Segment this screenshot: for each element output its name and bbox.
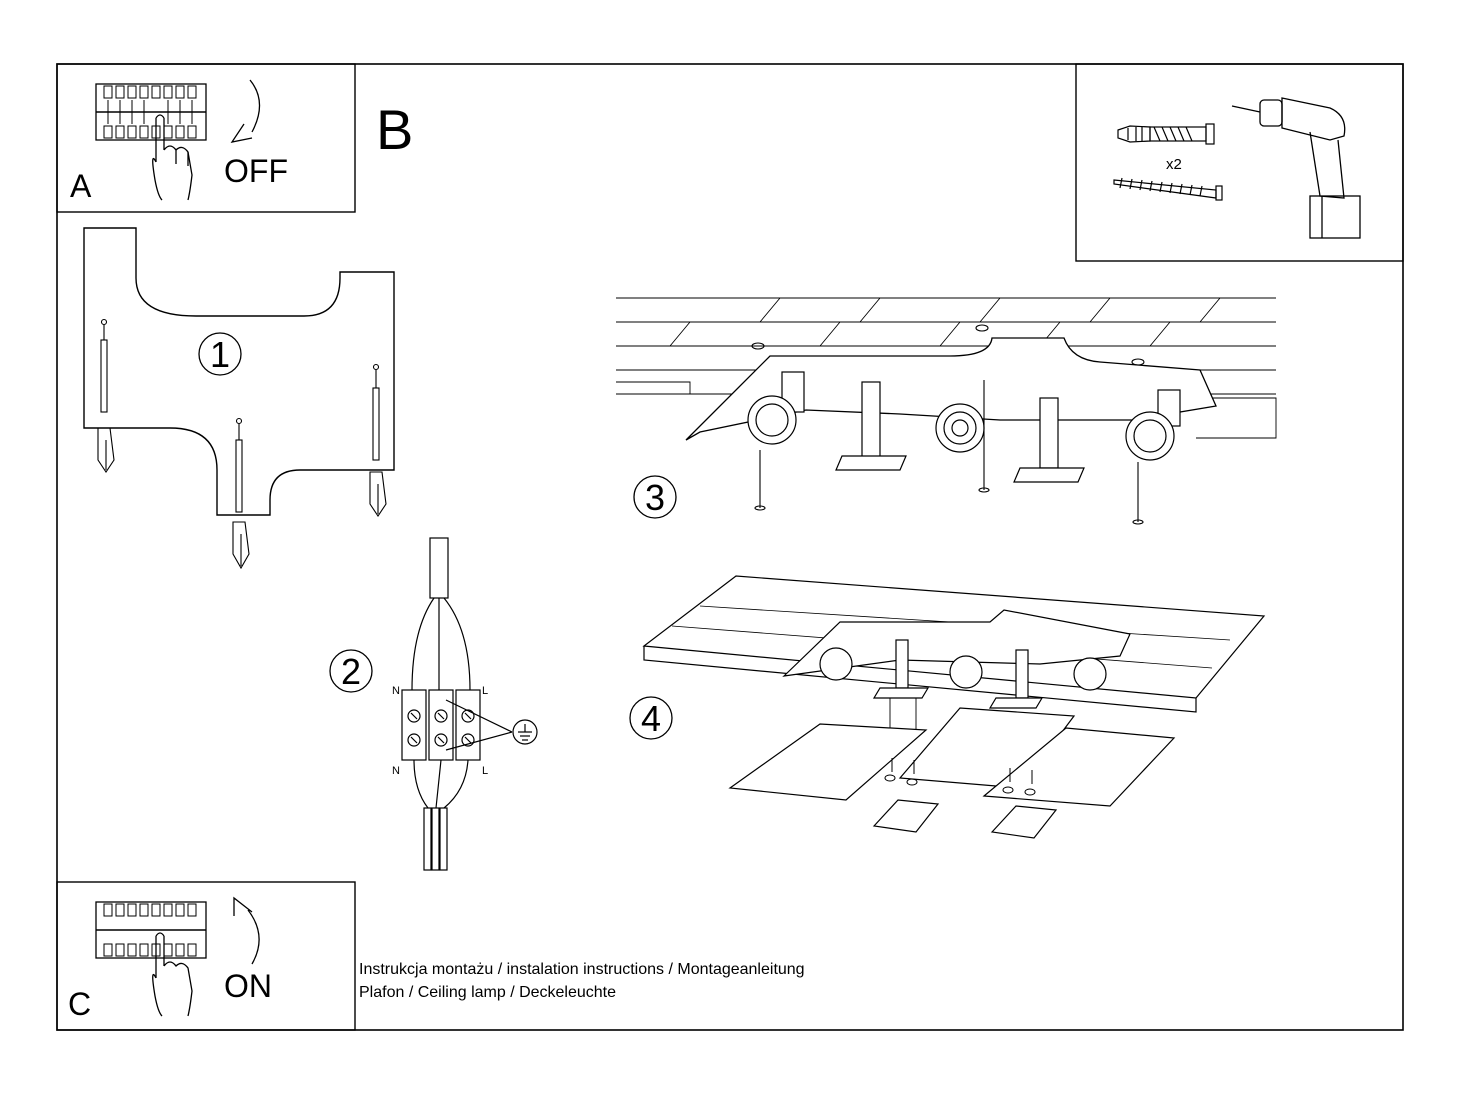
lamp-cable bbox=[413, 759, 469, 871]
live-in-label: L bbox=[482, 685, 489, 697]
cover-screw-icon bbox=[884, 758, 1036, 796]
footer-product-line: Plafon / Ceiling lamp / Deckeleuchte bbox=[359, 984, 617, 1001]
breaker-panel-on-icon bbox=[95, 901, 207, 959]
panel-a-box bbox=[56, 63, 356, 213]
step-3-number: 3 bbox=[644, 477, 666, 518]
step-4-number: 4 bbox=[640, 698, 662, 739]
panel-c-letter: C bbox=[68, 986, 92, 1022]
switch-off-arrow-icon bbox=[230, 79, 261, 143]
step-1-circle bbox=[198, 332, 242, 376]
footer-title-line: Instrukcja montażu / instalation instruc… bbox=[359, 961, 805, 978]
hand-icon bbox=[152, 114, 193, 201]
live-out-label: L bbox=[482, 765, 489, 777]
supply-cable bbox=[411, 537, 471, 691]
step-4-circle bbox=[629, 696, 673, 740]
neutral-out-label: N bbox=[392, 765, 400, 777]
switch-on-arrow-icon bbox=[233, 896, 260, 965]
drill-icon bbox=[1231, 97, 1361, 239]
on-label: ON bbox=[224, 968, 272, 1004]
cover-plate bbox=[728, 707, 1176, 807]
ceiling-surface bbox=[616, 297, 1277, 439]
outer-frame bbox=[56, 63, 1404, 1031]
panel-a-letter: A bbox=[70, 168, 92, 204]
fixing-screw-icon bbox=[751, 324, 1145, 525]
mounting-template bbox=[83, 227, 395, 516]
wall-plug-icon bbox=[1117, 123, 1215, 145]
panel-c-box bbox=[56, 881, 356, 1031]
dowel-and-screw-icon bbox=[232, 417, 250, 570]
tools-box bbox=[1075, 63, 1404, 262]
cover-cap bbox=[872, 799, 1058, 839]
off-label: OFF bbox=[224, 153, 288, 189]
lamp-body bbox=[782, 609, 1131, 730]
panel-b-letter: B bbox=[376, 98, 414, 161]
spotlight-icon bbox=[935, 403, 985, 453]
mounting-bracket bbox=[835, 381, 1085, 483]
dowel-quantity: x2 bbox=[1166, 156, 1182, 173]
neutral-in-label: N bbox=[392, 685, 400, 697]
terminal-block bbox=[401, 689, 513, 761]
dowel-and-screw-icon bbox=[97, 318, 115, 473]
step-3-circle bbox=[633, 475, 677, 519]
spotlight-icon bbox=[1125, 389, 1181, 461]
dowel-and-screw-icon bbox=[369, 363, 387, 517]
hand-icon bbox=[152, 932, 193, 1017]
ground-icon bbox=[512, 719, 538, 745]
breaker-panel-off-icon bbox=[95, 83, 207, 141]
step-2-number: 2 bbox=[340, 651, 362, 692]
screw-icon bbox=[1113, 177, 1223, 201]
step-1-number: 1 bbox=[209, 334, 231, 375]
spotlight-icon bbox=[747, 371, 805, 445]
step-2-circle bbox=[329, 649, 373, 693]
